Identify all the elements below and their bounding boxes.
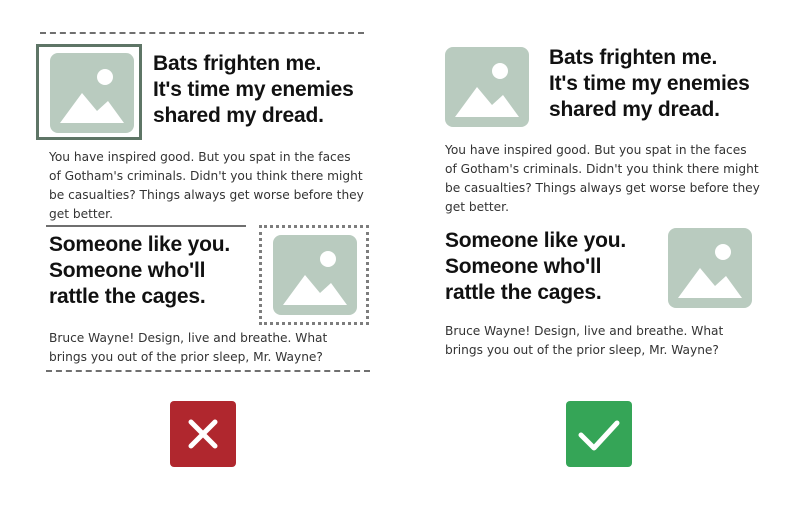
image-border-frame <box>36 44 142 140</box>
heading-line: It's time my enemies <box>549 72 750 95</box>
heading-line: rattle the cages. <box>49 285 206 308</box>
body-paragraph-2: Bruce Wayne! Design, live and breathe. W… <box>445 322 723 360</box>
middle-solid-rule <box>46 225 246 227</box>
image-placeholder-icon <box>273 235 357 315</box>
body-line: Bruce Wayne! Design, live and breathe. W… <box>445 324 724 338</box>
body-paragraph-1: You have inspired good. But you spat in … <box>445 141 760 217</box>
heading-bats: Bats frighten me. It's time my enemies s… <box>153 51 354 129</box>
image-dotted-frame <box>259 225 369 325</box>
body-line: get better. <box>49 207 113 221</box>
body-paragraph-1: You have inspired good. But you spat in … <box>49 148 364 224</box>
heading-line: Someone like you. <box>49 233 230 256</box>
x-icon <box>170 401 236 467</box>
body-line: You have inspired good. But you spat in … <box>445 143 747 157</box>
heading-line: rattle the cages. <box>445 281 602 304</box>
heading-line: Bats frighten me. <box>153 52 322 75</box>
image-placeholder-icon <box>50 53 134 133</box>
body-line: be casualties? Things always get worse b… <box>49 188 364 202</box>
top-dashed-rule <box>40 32 364 34</box>
heading-someone: Someone like you. Someone who'll rattle … <box>49 232 230 310</box>
heading-bats: Bats frighten me. It's time my enemies s… <box>549 45 750 123</box>
heading-line: Someone who'll <box>445 255 602 278</box>
heading-someone: Someone like you. Someone who'll rattle … <box>445 228 626 306</box>
heading-line: shared my dread. <box>549 98 720 121</box>
body-line: You have inspired good. But you spat in … <box>49 150 351 164</box>
heading-line: It's time my enemies <box>153 78 354 101</box>
bottom-dashed-rule <box>46 370 370 372</box>
heading-line: shared my dread. <box>153 104 324 127</box>
heading-line: Someone who'll <box>49 259 206 282</box>
body-line: Bruce Wayne! Design, live and breathe. W… <box>49 331 328 345</box>
body-line: get better. <box>445 200 509 214</box>
body-line: be casualties? Things always get worse b… <box>445 181 760 195</box>
image-placeholder-icon <box>668 228 752 308</box>
body-line: brings you out of the prior sleep, Mr. W… <box>445 343 719 357</box>
body-line: of Gotham's criminals. Didn't you think … <box>445 162 759 176</box>
image-placeholder-icon <box>445 47 529 127</box>
heading-line: Bats frighten me. <box>549 46 718 69</box>
checkmark-icon <box>566 401 632 467</box>
heading-line: Someone like you. <box>445 229 626 252</box>
body-line: of Gotham's criminals. Didn't you think … <box>49 169 363 183</box>
body-line: brings you out of the prior sleep, Mr. W… <box>49 350 323 364</box>
body-paragraph-2: Bruce Wayne! Design, live and breathe. W… <box>49 329 327 367</box>
